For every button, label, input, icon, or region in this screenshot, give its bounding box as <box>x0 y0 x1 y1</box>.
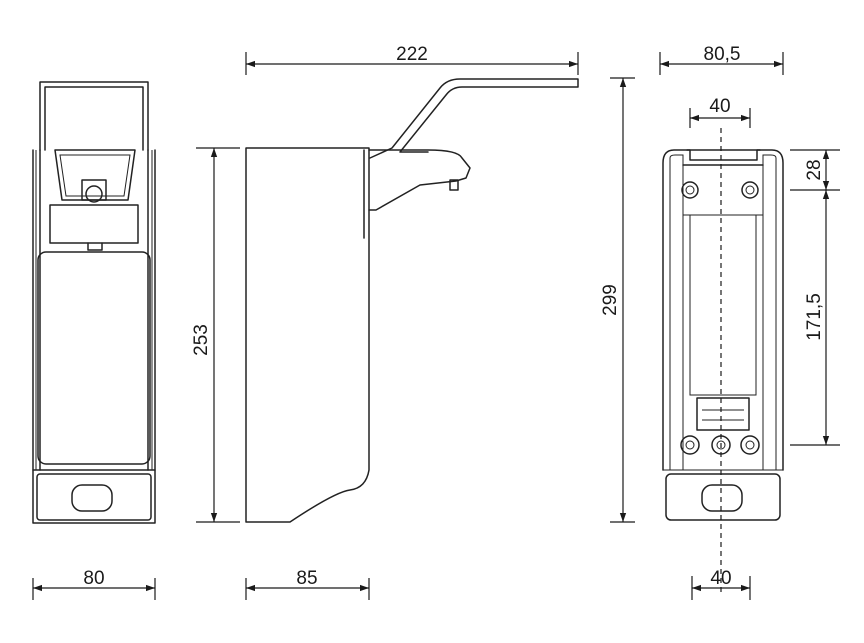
dim-back-bottom-spacing: 40 <box>710 568 731 589</box>
back-view <box>662 149 784 521</box>
dim-front-width: 80 <box>83 568 104 589</box>
dim-side-height: 253 <box>191 324 212 356</box>
dim-back-height: 299 <box>600 284 621 316</box>
dimension-labels: 80 85 253 222 80,5 40 299 28 171,5 40 <box>83 44 825 589</box>
dim-back-width: 80,5 <box>704 44 741 65</box>
dim-side-depth: 85 <box>296 568 317 589</box>
dim-back-hole-spacing: 171,5 <box>804 293 825 341</box>
dim-back-top-offset: 28 <box>804 159 825 180</box>
dim-back-top-spacing: 40 <box>709 96 730 117</box>
side-view <box>245 78 579 523</box>
dimension-lines <box>32 52 840 600</box>
front-view <box>32 81 156 524</box>
dim-arm-length: 222 <box>396 44 428 65</box>
